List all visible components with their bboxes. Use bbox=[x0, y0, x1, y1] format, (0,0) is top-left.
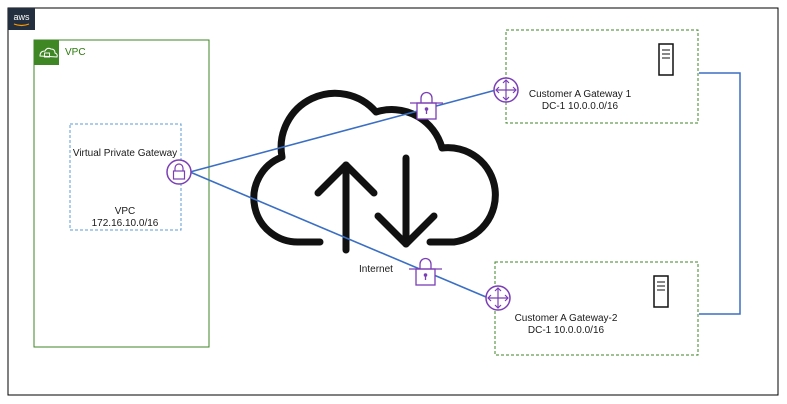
datacenter-link-line bbox=[699, 72, 741, 315]
vpc-label: VPC bbox=[65, 47, 86, 58]
vpn-tunnel-2 bbox=[189, 171, 487, 298]
vpc-container bbox=[33, 39, 210, 348]
svg-text:aws: aws bbox=[13, 12, 30, 22]
customer-gateway-2-network: DC-1 10.0.0.0/16 bbox=[528, 325, 605, 336]
server-icon bbox=[653, 275, 669, 308]
router-icon bbox=[493, 77, 519, 103]
vpc-cloud-lock-icon bbox=[34, 40, 59, 65]
cloud-upload-download-icon bbox=[250, 89, 499, 254]
vpc-name-label: VPC bbox=[115, 206, 136, 217]
router-icon bbox=[485, 285, 511, 311]
virtual-private-gateway-icon bbox=[166, 159, 192, 185]
virtual-private-gateway-label: Virtual Private Gateway bbox=[73, 148, 177, 159]
internet-label: Internet bbox=[359, 264, 393, 275]
vpc-cidr-label: 172.16.10.0/16 bbox=[92, 218, 159, 229]
server-icon bbox=[658, 43, 674, 76]
vpn-lock-icon bbox=[410, 91, 443, 120]
virtual-private-gateway-box bbox=[69, 123, 182, 231]
customer-gateway-1-box bbox=[505, 29, 699, 124]
vpn-lock-icon bbox=[409, 257, 442, 286]
aws-cloud-frame bbox=[7, 7, 779, 396]
vpn-tunnel-1 bbox=[189, 89, 497, 173]
customer-gateway-2-name: Customer A Gateway-2 bbox=[515, 313, 618, 324]
aws-logo-icon: aws bbox=[8, 8, 35, 30]
customer-gateway-1-network: DC-1 10.0.0.0/16 bbox=[542, 101, 619, 112]
customer-gateway-1-name: Customer A Gateway 1 bbox=[529, 89, 632, 100]
